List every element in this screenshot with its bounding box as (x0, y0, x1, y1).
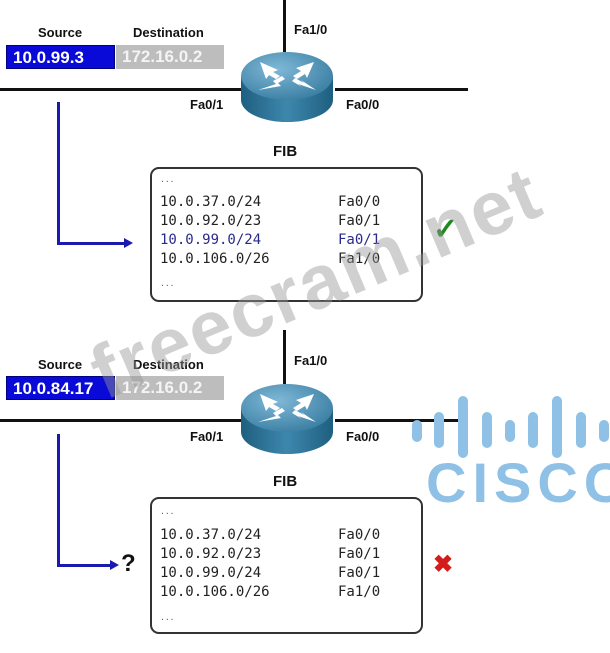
destination-label: Destination (133, 25, 204, 40)
fib-ellipsis-bottom: ... (160, 613, 175, 622)
fib-interface: Fa1/0 (338, 584, 381, 600)
flow-arrow-horizontal (57, 564, 111, 567)
fib-interface: Fa0/1 (338, 546, 381, 562)
iface-label-top: Fa1/0 (294, 22, 328, 37)
source-ip: 10.0.99.3 (6, 45, 115, 69)
fib-interface: Fa0/1 (338, 213, 381, 229)
fib-label: FIB (273, 473, 298, 490)
logo-bar (552, 396, 562, 458)
fib-network: 10.0.99.0/24 (160, 565, 262, 581)
iface-label-right: Fa0/0 (346, 429, 380, 444)
link-fa0-0 (335, 419, 468, 422)
fib-ellipsis-bottom: ... (160, 279, 175, 288)
cross-icon: ✖ (433, 551, 454, 578)
logo-bar (576, 412, 586, 448)
fib-interface: Fa0/0 (338, 194, 381, 210)
flow-arrow-vertical (57, 102, 60, 244)
fib-interface: Fa0/1 (338, 232, 381, 248)
link-fa1-0 (283, 0, 286, 52)
destination-label: Destination (133, 357, 204, 372)
logo-bar (412, 420, 422, 442)
fib-network: 10.0.106.0/26 (160, 251, 270, 267)
arrowhead-icon (124, 238, 133, 248)
link-fa0-0 (335, 88, 468, 91)
fib-table: ... 10.0.37.0/24 Fa0/0 10.0.92.0/23 Fa0/… (150, 167, 423, 302)
fib-label: FIB (273, 143, 298, 160)
router-icon (241, 52, 333, 122)
fib-network: 10.0.92.0/23 (160, 546, 262, 562)
source-label: Source (38, 357, 83, 372)
source-label: Source (38, 25, 83, 40)
logo-bar (482, 412, 492, 448)
link-fa0-1 (0, 419, 252, 422)
link-fa0-1 (0, 88, 252, 91)
fib-table: ... 10.0.37.0/24 Fa0/0 10.0.92.0/23 Fa0/… (150, 497, 423, 634)
fib-network: 10.0.106.0/26 (160, 584, 270, 600)
flow-arrow-vertical (57, 434, 60, 567)
fib-ellipsis-top: ... (160, 175, 175, 184)
iface-label-top: Fa1/0 (294, 353, 328, 368)
logo-bar (505, 420, 515, 442)
logo-bar (599, 420, 609, 442)
arrowhead-icon (110, 560, 119, 570)
iface-label-right: Fa0/0 (346, 97, 380, 112)
fib-ellipsis-top: ... (160, 507, 175, 516)
fib-network: 10.0.37.0/24 (160, 194, 262, 210)
router-icon (241, 384, 333, 454)
fib-network: 10.0.99.0/24 (160, 232, 262, 248)
iface-label-left: Fa0/1 (190, 429, 224, 444)
logo-bar (434, 412, 444, 448)
fib-network: 10.0.92.0/23 (160, 213, 262, 229)
question-mark: ? (121, 550, 136, 577)
fib-interface: Fa0/1 (338, 565, 381, 581)
fib-interface: Fa0/0 (338, 527, 381, 543)
iface-label-left: Fa0/1 (190, 97, 224, 112)
logo-bar (458, 396, 468, 458)
destination-ip: 172.16.0.2 (116, 45, 224, 69)
fib-network: 10.0.37.0/24 (160, 527, 262, 543)
checkmark-icon: ✓ (433, 213, 459, 246)
logo-text: CISCO (426, 451, 610, 514)
destination-ip: 172.16.0.2 (116, 376, 224, 400)
link-fa1-0 (283, 330, 286, 384)
flow-arrow-horizontal (57, 242, 125, 245)
logo-bar (528, 412, 538, 448)
source-ip: 10.0.84.17 (6, 376, 115, 400)
fib-interface: Fa1/0 (338, 251, 381, 267)
